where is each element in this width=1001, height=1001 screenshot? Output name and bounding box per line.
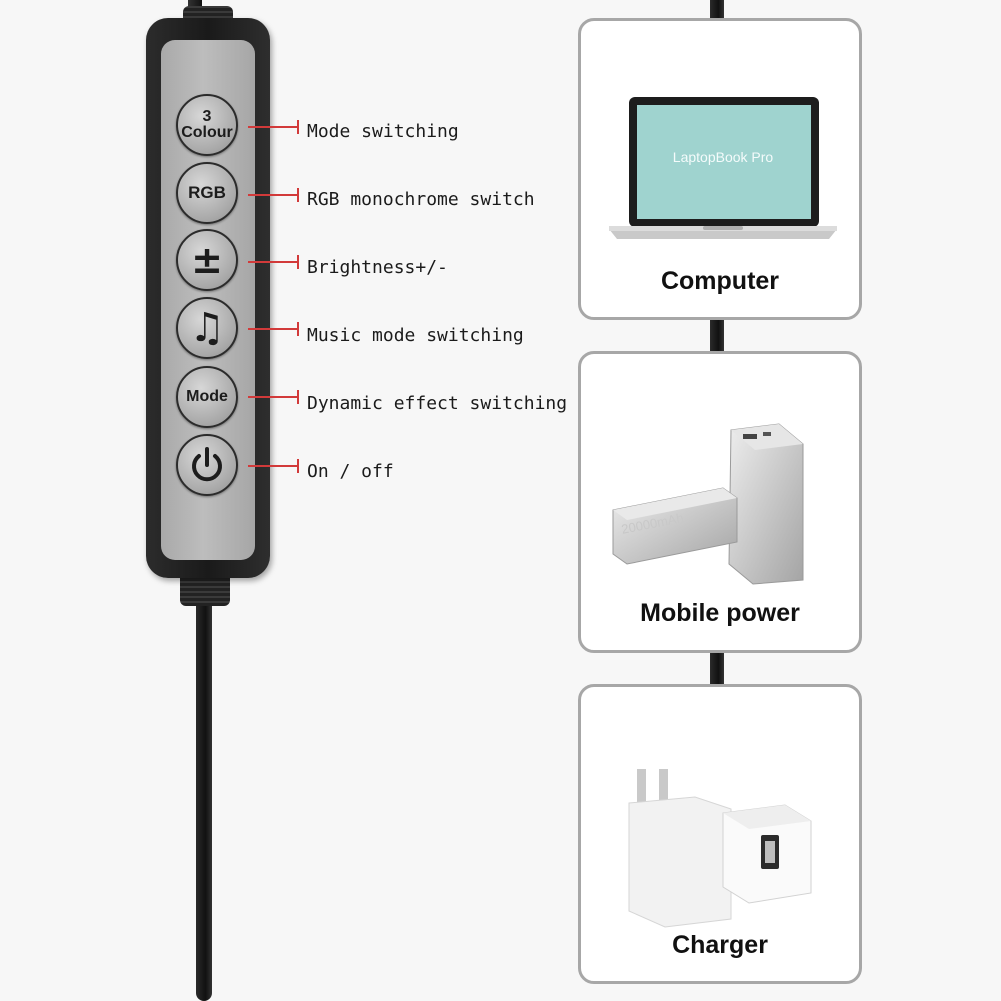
card-title-charger: Charger	[672, 931, 768, 959]
colour-button-number: 3	[202, 108, 212, 125]
cable-segment	[710, 318, 724, 352]
power-icon	[192, 447, 222, 482]
cable-segment	[710, 651, 724, 685]
mode-button[interactable]: Mode	[176, 366, 238, 428]
callout-tick	[297, 255, 299, 269]
callout-on-off: On / off	[307, 461, 394, 482]
callout-music-mode: Music mode switching	[307, 325, 524, 346]
callout-tick	[297, 322, 299, 336]
card-charger: Charger	[578, 684, 862, 984]
card-mobile-power: 20000mAh Mobile power	[578, 351, 862, 653]
callout-brightness: Brightness+/-	[307, 257, 448, 278]
laptop-image	[609, 97, 837, 239]
callout-tick	[297, 188, 299, 202]
callout-tick	[297, 459, 299, 473]
callout-leader	[248, 126, 298, 128]
colour-button-label: Colour	[181, 124, 233, 141]
plus-minus-icon: ±	[191, 238, 223, 282]
callout-leader	[248, 261, 298, 263]
cable-bottom	[196, 590, 212, 1001]
callout-leader	[248, 465, 298, 467]
callout-dynamic-effect: Dynamic effect switching	[307, 393, 568, 414]
cable-segment	[710, 0, 724, 20]
rgb-button[interactable]: RGB	[176, 162, 238, 224]
callout-rgb-switch: RGB monochrome switch	[307, 189, 535, 210]
callout-tick	[297, 390, 299, 404]
brightness-button[interactable]: ±	[176, 229, 238, 291]
callout-leader	[248, 328, 298, 330]
colour-button[interactable]: 3 Colour	[176, 94, 238, 156]
laptop-screen-text: LaptopBook Pro	[672, 149, 774, 165]
power-bank-image	[612, 423, 804, 585]
music-note-icon: ♫	[189, 305, 225, 351]
usb-charger-image	[628, 769, 812, 928]
card-computer: LaptopBook Pro Computer	[578, 18, 862, 320]
card-title-mobile-power: Mobile power	[640, 599, 800, 627]
mode-button-label: Mode	[186, 388, 228, 405]
callout-mode-switching: Mode switching	[307, 121, 459, 142]
power-button[interactable]	[176, 434, 238, 496]
callout-leader	[248, 194, 298, 196]
card-title-computer: Computer	[660, 267, 780, 295]
music-button[interactable]: ♫	[176, 297, 238, 359]
callout-leader	[248, 396, 298, 398]
callout-tick	[297, 120, 299, 134]
rgb-button-label: RGB	[188, 183, 226, 202]
